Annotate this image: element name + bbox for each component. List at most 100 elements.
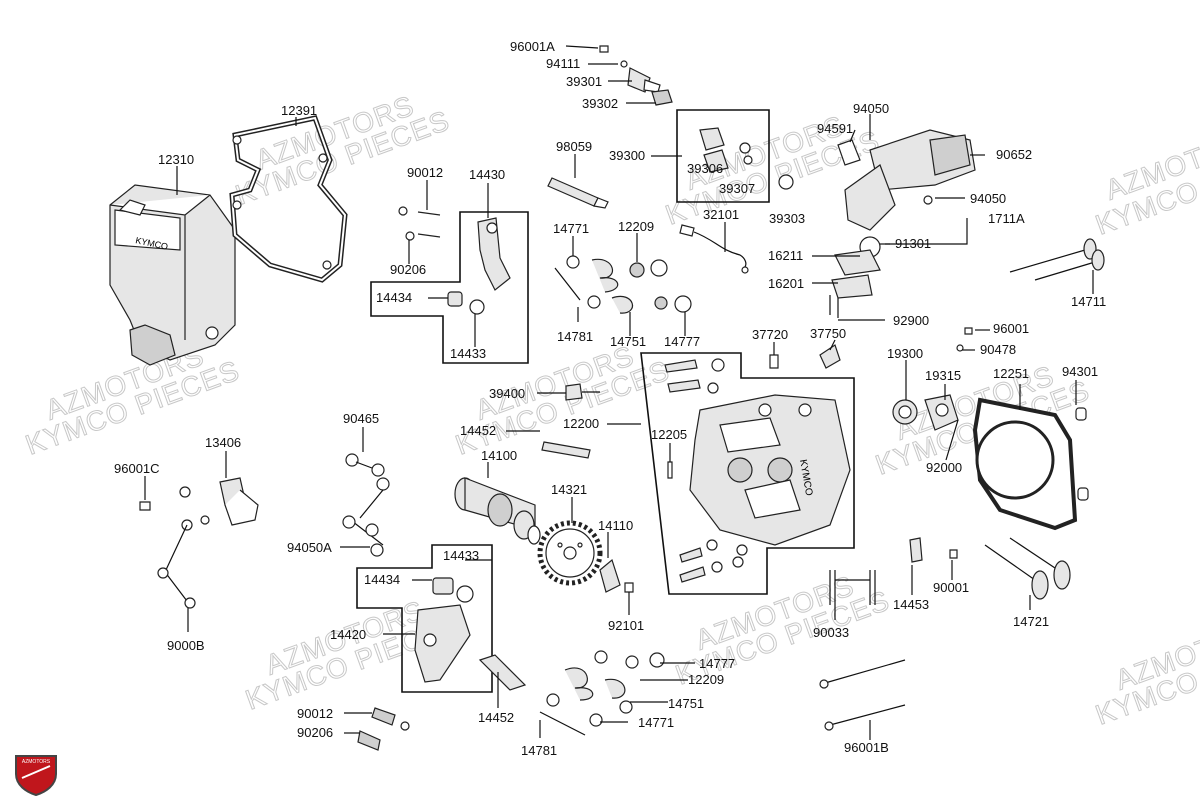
label-14321: 14321 [551,482,587,497]
cam-sprocket-part[interactable] [537,520,603,586]
label-14100: 14100 [481,448,517,463]
label-37720: 37720 [752,327,788,342]
part-number-labels: 96001A 94111 39301 39302 39300 39306 393… [114,39,1106,758]
spark-plug-part[interactable] [547,177,609,209]
cylinder-head-kit-box [640,352,855,595]
label-14711: 14711 [1071,294,1106,309]
rocker-arm-upper-part[interactable] [447,217,511,315]
small-bolts-part[interactable] [956,327,973,352]
left-linkage-part[interactable] [139,486,210,609]
temperature-sensor-wire-part[interactable] [679,224,749,274]
label-96001: 96001 [993,321,1029,336]
cylinder-head-cover-part[interactable]: KYMCO [109,184,236,366]
label-94301: 94301 [1062,364,1098,379]
label-90012-top: 90012 [407,165,443,180]
label-19300: 19300 [887,346,923,361]
label-39306: 39306 [687,161,723,176]
label-14781-bottom: 14781 [521,743,557,758]
label-90001: 90001 [933,580,969,595]
label-14721: 14721 [1013,614,1049,629]
label-39303: 39303 [769,211,805,226]
cam-pin-part[interactable] [541,441,591,459]
label-12251: 12251 [993,366,1029,381]
label-14420: 14420 [330,627,366,642]
valve-adjuster-part[interactable] [398,206,441,241]
air-injection-reed-part[interactable] [699,127,794,190]
label-96001B: 96001B [844,740,889,755]
label-14110: 14110 [598,518,633,533]
leader-lines [144,45,1094,740]
label-94050-mid: 94050 [970,191,1006,206]
intake-valves-part[interactable] [1009,238,1105,281]
oil-sensor-part[interactable] [565,383,600,401]
label-90206-top: 90206 [390,262,426,277]
label-98059: 98059 [556,139,592,154]
head-stud-part[interactable] [667,461,673,479]
thermo-sensor-part[interactable] [769,344,841,369]
head-long-bolts-part[interactable] [819,659,906,731]
label-94591: 94591 [817,121,853,136]
label-12391: 12391 [281,103,317,118]
label-14434-bottom: 14434 [364,572,400,587]
label-37750: 37750 [810,326,846,341]
label-12209-bottom: 12209 [688,672,724,687]
label-14777-top: 14777 [664,334,700,349]
logo-text: AZMOTORS [22,759,51,765]
label-19315: 19315 [925,368,961,383]
cam-plate-part[interactable] [599,558,634,593]
label-12200: 12200 [563,416,599,431]
head-dowels-part[interactable] [829,570,876,605]
label-90652: 90652 [996,147,1032,162]
label-39301: 39301 [566,74,602,89]
label-14430: 14430 [469,167,505,182]
label-16211: 16211 [768,248,803,263]
label-94050-top: 94050 [853,101,889,116]
label-39302: 39302 [582,96,618,111]
head-cover-gasket-part[interactable] [229,115,348,283]
label-39400: 39400 [489,386,525,401]
label-14433-top: 14433 [450,346,486,361]
rocker-arm-kit-box-bottom [356,544,493,693]
intake-manifold-part[interactable] [837,129,976,231]
exhaust-valves-part[interactable] [984,537,1071,600]
breather-linkage-part[interactable] [342,453,390,557]
azmotors-logo: AZMOTORS [15,755,57,796]
label-14452-bottom: 14452 [478,710,514,725]
valve-guides-part[interactable] [664,358,748,583]
cylinder-head-gasket-part[interactable] [972,397,1089,531]
label-39307: 39307 [719,181,755,196]
label-1711A: 1711A [988,211,1025,226]
label-96001C: 96001C [114,461,160,476]
label-92900: 92900 [893,313,929,328]
label-92000: 92000 [926,460,962,475]
label-14452-top: 14452 [460,423,496,438]
hose-bracket-part[interactable] [219,477,259,526]
valve-springs-lower-part[interactable] [539,650,665,736]
rocker-pivot-part[interactable] [909,537,958,563]
label-14781-top: 14781 [557,329,593,344]
air-injection-kit-box [676,109,770,203]
valve-adjuster-lower-part[interactable] [357,707,410,751]
rocker-arm-lower-part[interactable] [414,577,474,683]
label-14434-top: 14434 [376,290,412,305]
label-13406: 13406 [205,435,241,450]
thermostat-part[interactable] [892,394,959,431]
label-14771-bottom: 14771 [638,715,674,730]
label-94111: 94111 [546,56,580,71]
valve-springs-upper-part[interactable] [554,255,692,314]
label-9000B: 9000B [167,638,205,653]
cylinder-head-part[interactable]: KYMCO [689,394,851,546]
air-valve-assembly-part[interactable] [599,45,673,106]
label-94050A: 94050A [287,540,332,555]
label-96001A: 96001A [510,39,555,54]
label-90012-bottom: 90012 [297,706,333,721]
rocker-shaft-part[interactable] [478,654,527,691]
intake-gaskets-part[interactable] [829,236,881,318]
label-90206-bottom: 90206 [297,725,333,740]
label-14771-top: 14771 [553,221,589,236]
camshaft-part[interactable] [454,477,541,545]
label-14751-top: 14751 [610,334,646,349]
label-91301: 91301 [895,236,931,251]
